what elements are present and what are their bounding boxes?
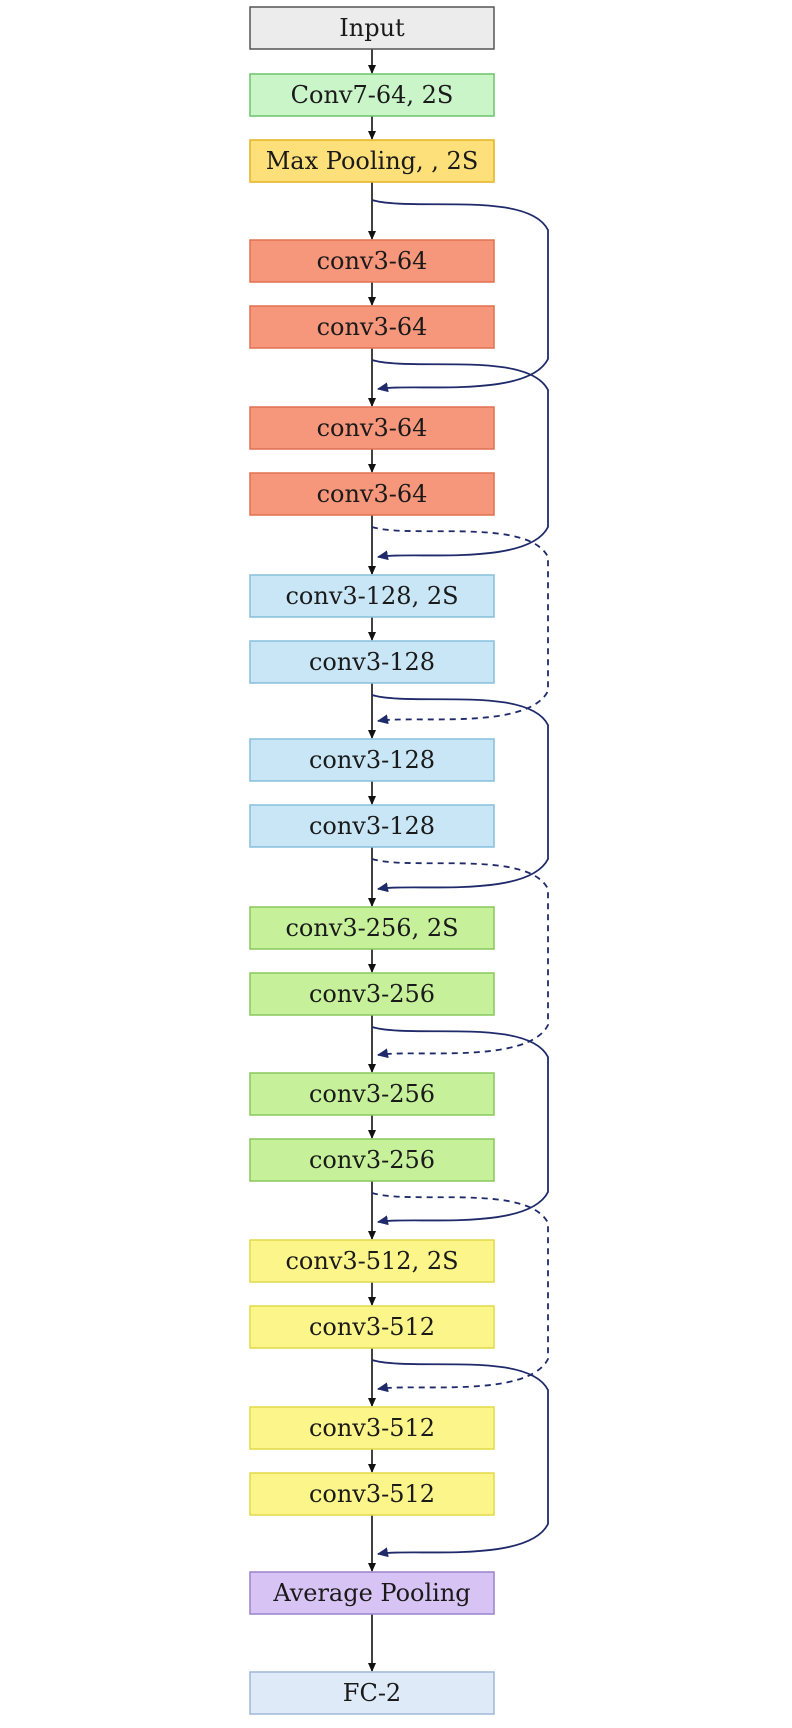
layer-box-shape [249, 1406, 495, 1450]
layer-label: conv3-512 [309, 1414, 435, 1442]
layer-box-shape [249, 73, 495, 117]
layer-box-shape [249, 1239, 495, 1283]
layer-box: conv3-64 [249, 305, 495, 349]
layer-box: conv3-64 [249, 406, 495, 450]
layer-label: conv3-64 [317, 247, 428, 275]
identity-skip-connection [371, 1026, 549, 1226]
layer-label: conv3-512 [309, 1480, 435, 1508]
layer-box: Max Pooling, , 2S [249, 139, 495, 183]
identity-skip-connection [371, 359, 549, 561]
layer-box-shape [249, 239, 495, 283]
identity-skip-connection [371, 199, 549, 393]
layer-box-shape [249, 1571, 495, 1615]
layer-label: conv3-64 [317, 414, 428, 442]
layer-box: conv3-128 [249, 738, 495, 782]
layer-box-shape [249, 1472, 495, 1516]
layer-box-shape [249, 139, 495, 183]
layer-label: conv3-64 [317, 313, 428, 341]
layer-box-shape [249, 972, 495, 1016]
layer-label: conv3-256 [309, 980, 435, 1008]
layer-box: Average Pooling [249, 1571, 495, 1615]
layer-box-shape [249, 406, 495, 450]
layer-box-shape [249, 906, 495, 950]
projection-skip-connection [371, 1192, 549, 1393]
layer-box-shape [249, 640, 495, 684]
layer-box: conv3-256 [249, 1138, 495, 1182]
layer-label: conv3-256, 2S [285, 914, 458, 942]
skip-connections [371, 199, 549, 1558]
layer-box-shape [249, 1671, 495, 1715]
layer-box: conv3-128 [249, 640, 495, 684]
layer-box: conv3-64 [249, 472, 495, 516]
layer-label: conv3-512 [309, 1313, 435, 1341]
layer-box: Input [249, 6, 495, 50]
layer-box-shape [249, 1072, 495, 1116]
identity-skip-connection [371, 694, 549, 893]
layer-box: conv3-256 [249, 972, 495, 1016]
layer-box-shape [249, 804, 495, 848]
layer-box-shape [249, 1138, 495, 1182]
layer-box: conv3-512 [249, 1305, 495, 1349]
identity-skip-connection [371, 1359, 549, 1558]
layer-box: conv3-512, 2S [249, 1239, 495, 1283]
layer-label: FC-2 [343, 1679, 401, 1707]
layer-box: conv3-64 [249, 239, 495, 283]
layer-box: Conv7-64, 2S [249, 73, 495, 117]
layer-box: conv3-128 [249, 804, 495, 848]
layer-label: conv3-128, 2S [285, 582, 458, 610]
projection-skip-connection [371, 526, 549, 725]
layer-box-shape [249, 472, 495, 516]
layer-box-shape [249, 1305, 495, 1349]
layer-label: conv3-128 [309, 648, 435, 676]
layer-label: Conv7-64, 2S [291, 81, 454, 109]
layer-box: conv3-512 [249, 1406, 495, 1450]
layer-box-shape [249, 738, 495, 782]
layer-box: conv3-512 [249, 1472, 495, 1516]
layer-box-shape [249, 305, 495, 349]
layer-box-shape [249, 6, 495, 50]
layer-label: conv3-128 [309, 812, 435, 840]
layer-label: conv3-512, 2S [285, 1247, 458, 1275]
layer-label: conv3-64 [317, 480, 428, 508]
layer-label: conv3-256 [309, 1080, 435, 1108]
layer-box: FC-2 [249, 1671, 495, 1715]
layer-box-shape [249, 574, 495, 618]
layer-label: Input [339, 14, 405, 42]
layer-box: conv3-128, 2S [249, 574, 495, 618]
projection-skip-connection [371, 858, 549, 1059]
layer-label: conv3-256 [309, 1146, 435, 1174]
layer-label: Average Pooling [272, 1579, 470, 1607]
layer-label: conv3-128 [309, 746, 435, 774]
layer-box: conv3-256, 2S [249, 906, 495, 950]
layer-label: Max Pooling, , 2S [266, 147, 479, 175]
layer-box: conv3-256 [249, 1072, 495, 1116]
